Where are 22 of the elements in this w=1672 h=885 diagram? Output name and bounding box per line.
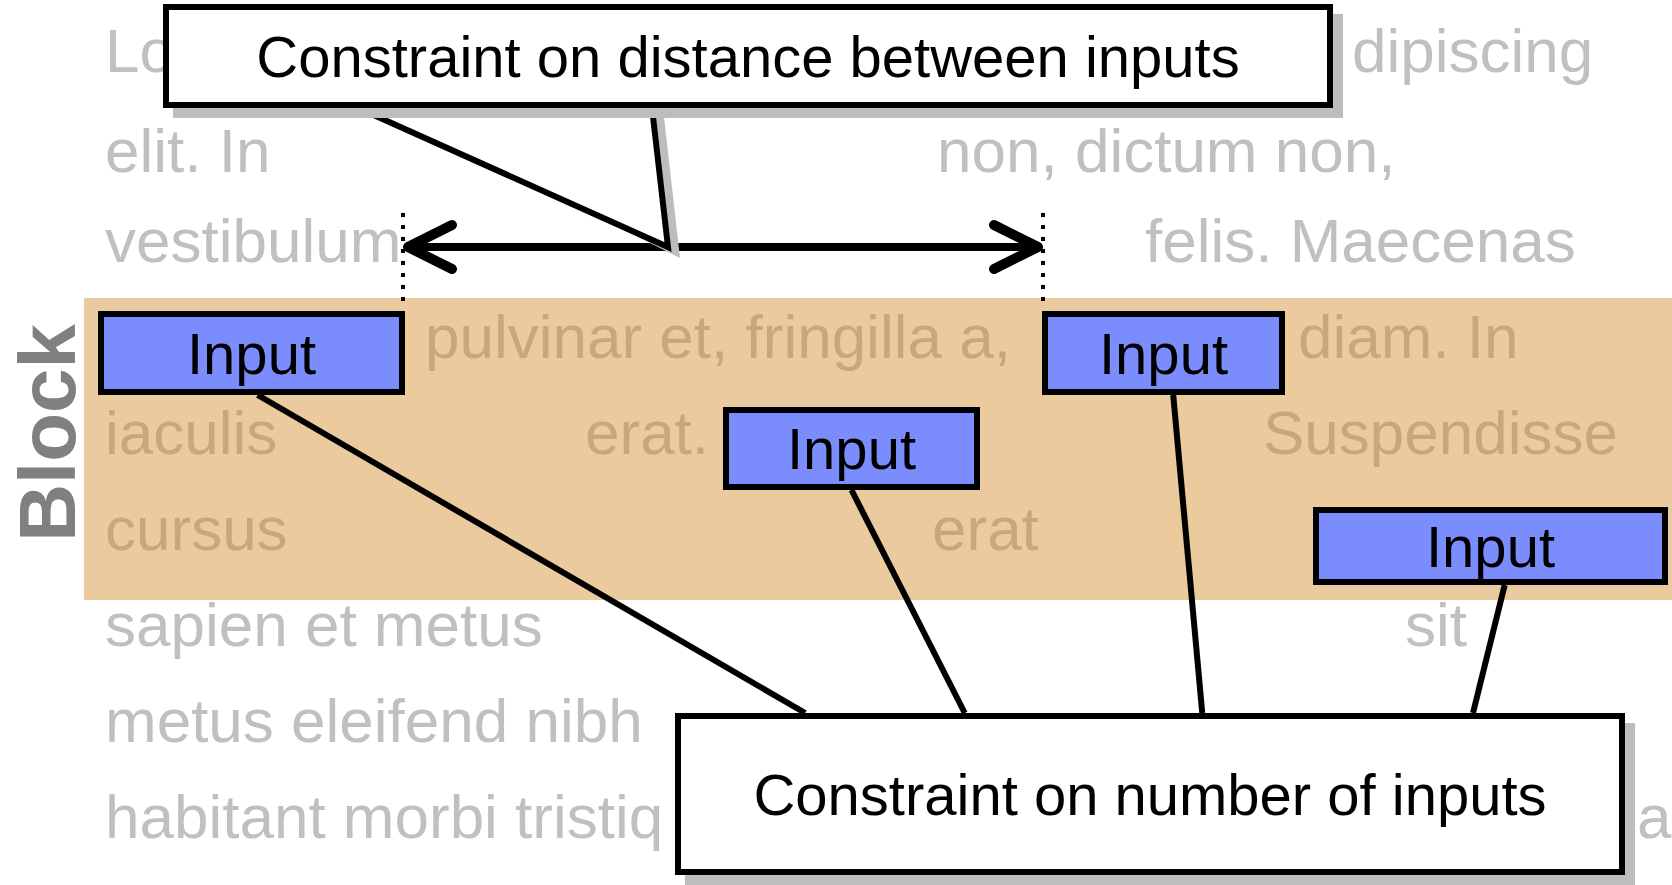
input-label: Input bbox=[1426, 512, 1555, 580]
callout-text: Constraint on distance between inputs bbox=[256, 22, 1240, 90]
block-heading: Block bbox=[8, 324, 88, 542]
input-label: Input bbox=[187, 319, 316, 387]
callout-text: Constraint on number of inputs bbox=[753, 760, 1547, 828]
filler-text: vestibulum bbox=[105, 210, 402, 272]
input-box bbox=[723, 407, 980, 490]
filler-text: non, dictum non, bbox=[937, 120, 1396, 182]
leader-line bbox=[1470, 584, 1508, 714]
filler-text: metus eleifend nibh bbox=[105, 690, 643, 752]
filler-text: felis. Maecenas bbox=[1145, 210, 1576, 272]
filler-text: sit bbox=[1405, 594, 1467, 656]
leader-line bbox=[848, 488, 968, 715]
filler-text: elit. In bbox=[105, 120, 271, 182]
input-label: Input bbox=[1099, 319, 1228, 387]
filler-text: a bbox=[1637, 786, 1672, 848]
input-label: Input bbox=[787, 415, 916, 482]
leader-line bbox=[256, 392, 807, 716]
input-box bbox=[1313, 507, 1668, 585]
input-box bbox=[98, 311, 405, 395]
leader-line bbox=[1170, 394, 1206, 714]
input-box bbox=[1042, 311, 1285, 395]
